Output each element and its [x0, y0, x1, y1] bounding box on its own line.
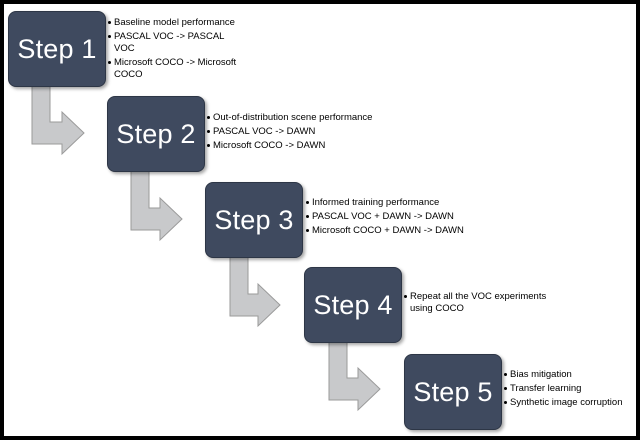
step-5-bullets: Bias mitigation Transfer learning Synthe…	[504, 369, 632, 410]
step-1-bullet: Baseline model performance	[108, 17, 238, 29]
step-4-label: Step 4	[313, 289, 393, 320]
step-1-bullet: PASCAL VOC -> PASCAL VOC	[108, 31, 238, 56]
step-3-bullet: Microsoft COCO + DAWN -> DAWN	[306, 225, 496, 237]
step-4-bullet: Repeat all the VOC experiments using COC…	[404, 291, 554, 316]
step-1-label: Step 1	[17, 33, 97, 64]
step-5-bullet: Transfer learning	[504, 383, 632, 395]
diagram-frame: Step 1 Baseline model performance PASCAL…	[4, 4, 636, 436]
step-2-bullet: PASCAL VOC -> DAWN	[207, 126, 397, 138]
connector-arrows	[31, 85, 381, 412]
step-5-bullet: Bias mitigation	[504, 369, 632, 381]
step-5-bullet: Synthetic image corruption	[504, 397, 632, 409]
step-3-label: Step 3	[214, 204, 294, 235]
step-4-bullets: Repeat all the VOC experiments using COC…	[404, 291, 554, 317]
step-4-box: Step 4	[304, 267, 402, 343]
connector-arrow-3	[229, 256, 281, 328]
step-2-box: Step 2	[107, 96, 205, 172]
step-3-box: Step 3	[205, 182, 303, 258]
step-5-box: Step 5	[404, 354, 502, 430]
step-3-bullet: PASCAL VOC + DAWN -> DAWN	[306, 211, 496, 223]
step-2-label: Step 2	[116, 118, 196, 149]
step-2-bullets: Out-of-distribution scene performance PA…	[207, 112, 397, 153]
step-1-bullets: Baseline model performance PASCAL VOC ->…	[108, 17, 238, 83]
connector-arrow-4	[328, 341, 381, 412]
step-1-box: Step 1	[8, 11, 106, 87]
step-3-bullet: Informed training performance	[306, 197, 496, 209]
connector-arrow-2	[130, 170, 183, 242]
step-1-bullet: Microsoft COCO -> Microsoft COCO	[108, 57, 238, 82]
step-3-bullets: Informed training performance PASCAL VOC…	[306, 197, 496, 238]
connector-arrow-1	[31, 85, 85, 156]
step-2-bullet: Microsoft COCO -> DAWN	[207, 140, 397, 152]
step-2-bullet: Out-of-distribution scene performance	[207, 112, 397, 124]
step-5-label: Step 5	[413, 376, 493, 407]
